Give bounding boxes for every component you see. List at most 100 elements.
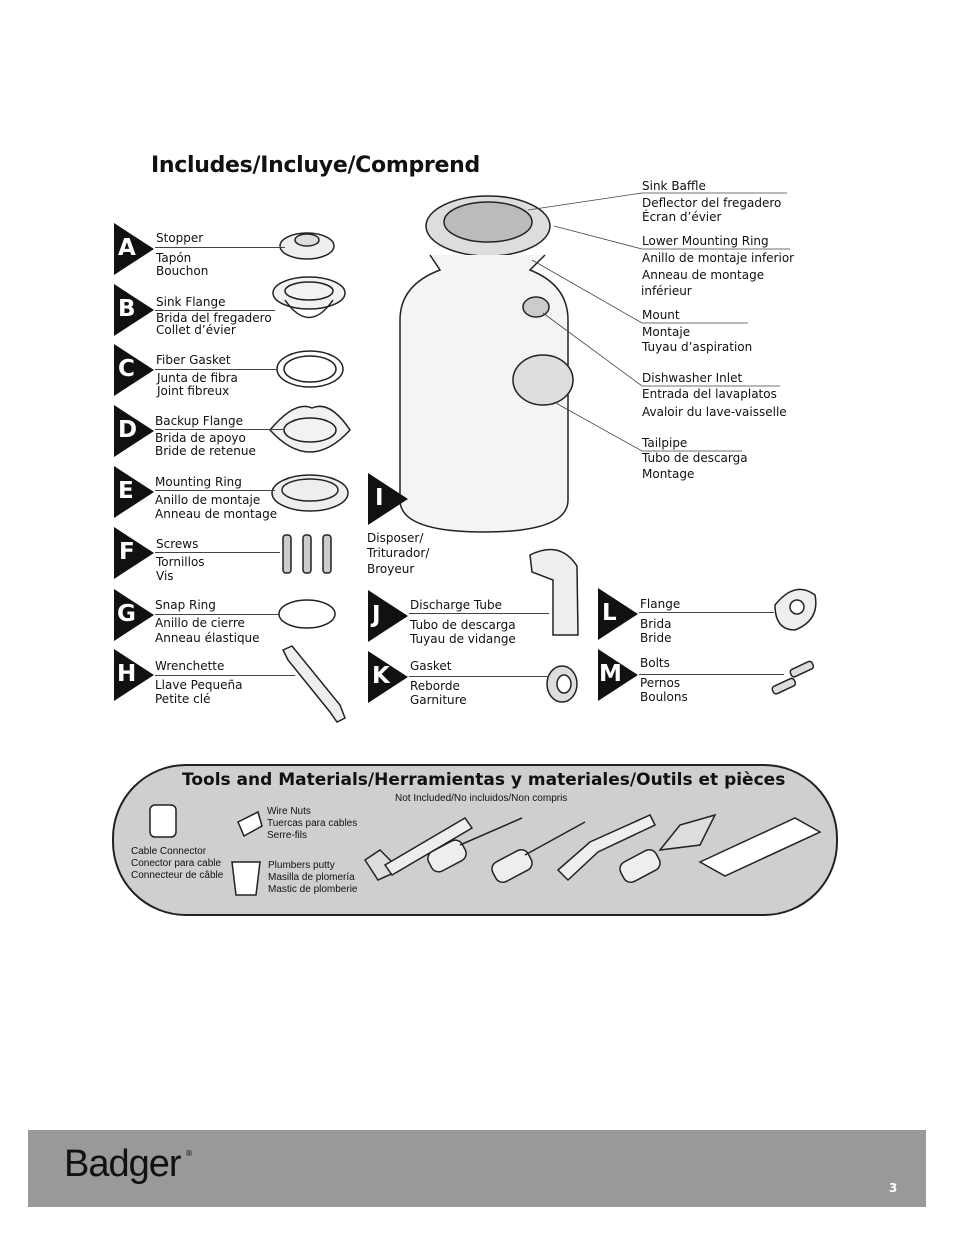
part-label: Anillo de cierre: [155, 616, 245, 630]
part-letter: K: [372, 663, 390, 689]
part-label: Garniture: [410, 693, 467, 707]
part-label: Petite clé: [155, 692, 211, 706]
leader-line: [155, 614, 279, 615]
footer-bar: [28, 1130, 926, 1207]
part-b: B: [114, 284, 154, 336]
callout-label: Avaloir du lave-vaisselle: [642, 405, 787, 419]
wire-nuts-label: Serre-fils: [267, 830, 308, 841]
brand-logo: Badger: [64, 1143, 182, 1185]
part-d: D: [114, 405, 154, 457]
part-letter: G: [117, 601, 136, 627]
part-letter: D: [118, 417, 138, 443]
part-k: K: [368, 651, 408, 703]
cable-connector-icon: [149, 804, 177, 838]
callout-label: Deflector del fregadero: [642, 196, 782, 210]
tools-title: Tools and Materials/Herramientas y mater…: [182, 770, 786, 790]
part-a: A: [114, 223, 154, 275]
callout-label: Anneau de montage: [642, 268, 765, 282]
part-label: Llave Pequeña: [155, 678, 243, 692]
callout-label: Anillo de montaje inferior: [642, 251, 795, 265]
part-label: Vis: [156, 569, 174, 583]
part-letter: F: [119, 539, 135, 565]
part-label: Broyeur: [367, 562, 415, 576]
putty-label: Mastic de plomberie: [268, 884, 358, 895]
tools-note: Not Included/No incluidos/Non compris: [395, 793, 568, 804]
part-letter: E: [118, 478, 134, 504]
part-label: Anneau élastique: [155, 631, 260, 645]
part-label: Stopper: [156, 231, 204, 245]
callout-label: Lower Mounting Ring: [642, 234, 769, 248]
cable-connector-label: Connecteur de câble: [131, 870, 224, 881]
part-j: J: [368, 590, 408, 642]
part-label: Joint fibreux: [157, 384, 230, 398]
callout-label: Tubo de descarga: [642, 451, 748, 465]
leader-line: [155, 490, 275, 491]
part-letter: I: [375, 485, 384, 511]
hacksaw-icon: [698, 817, 822, 877]
leader-line: [639, 612, 774, 613]
screwdriver-icon: [427, 839, 467, 873]
wire-nut-icon: [237, 810, 263, 838]
part-label: Reborde: [410, 679, 460, 693]
putty-label: Plumbers putty: [268, 860, 335, 871]
putty-icon: [231, 861, 261, 896]
callout-label: Tuyau d’aspiration: [642, 340, 753, 354]
putty-label: Masilla de plomería: [268, 872, 355, 883]
callout-label: Montage: [642, 467, 695, 481]
putty-knife-icon: [619, 848, 661, 884]
part-label: Snap Ring: [155, 598, 216, 612]
leader-line: [155, 552, 280, 553]
leader-line: [155, 310, 275, 311]
part-label: Bolts: [640, 656, 670, 670]
part-label: Brida: [640, 617, 672, 631]
registered-mark: ®: [185, 1149, 193, 1158]
part-l: L: [598, 588, 638, 640]
part-m: M: [598, 649, 638, 701]
part-label: Anillo de montaje: [155, 493, 261, 507]
callout-label: Tailpipe: [642, 436, 688, 450]
part-label: Tapón: [156, 251, 192, 265]
part-label: Pernos: [640, 676, 681, 690]
part-label: Wrenchette: [155, 659, 225, 673]
part-label: Brida de apoyo: [155, 431, 246, 445]
leader-line: [155, 675, 295, 676]
leader-line: [409, 613, 549, 614]
leader-line: [409, 676, 549, 677]
part-label: Junta de fibra: [157, 371, 238, 385]
part-label: Flange: [640, 597, 681, 611]
part-label: Boulons: [640, 690, 688, 704]
part-label: Anneau de montage: [155, 507, 278, 521]
tools-panel: [112, 764, 838, 916]
part-label: Mounting Ring: [155, 475, 242, 489]
part-label: Bride: [640, 631, 672, 645]
part-label: Backup Flange: [155, 414, 243, 428]
part-letter: M: [599, 661, 622, 687]
callout-label: Dishwasher Inlet: [642, 371, 743, 385]
leader-line: [155, 247, 285, 248]
part-label: Gasket: [410, 659, 452, 673]
part-h: H: [114, 649, 154, 701]
part-f: F: [114, 527, 154, 579]
pliers-icon: [556, 814, 657, 882]
part-letter: L: [602, 600, 617, 626]
leader-line: [155, 429, 285, 430]
part-label: Disposer/: [367, 531, 424, 545]
cable-connector-label: Cable Connector: [131, 846, 207, 857]
part-i: I: [368, 473, 408, 525]
part-letter: C: [118, 356, 135, 382]
screwdriver-icon: [491, 848, 533, 884]
part-label: Tornillos: [156, 555, 205, 569]
part-label: Fiber Gasket: [156, 353, 231, 367]
callout-label: Entrada del lavaplatos: [642, 387, 777, 401]
page-number: 3: [889, 1181, 898, 1195]
part-label: Sink Flange: [156, 295, 226, 309]
leader-line: [155, 369, 277, 370]
callout-label: inférieur: [641, 284, 692, 298]
part-label: Bride de retenue: [155, 444, 256, 458]
part-label: Bouchon: [156, 264, 209, 278]
part-g: G: [114, 589, 154, 641]
part-letter: A: [118, 235, 136, 261]
callout-label: Écran d’évier: [642, 210, 722, 224]
